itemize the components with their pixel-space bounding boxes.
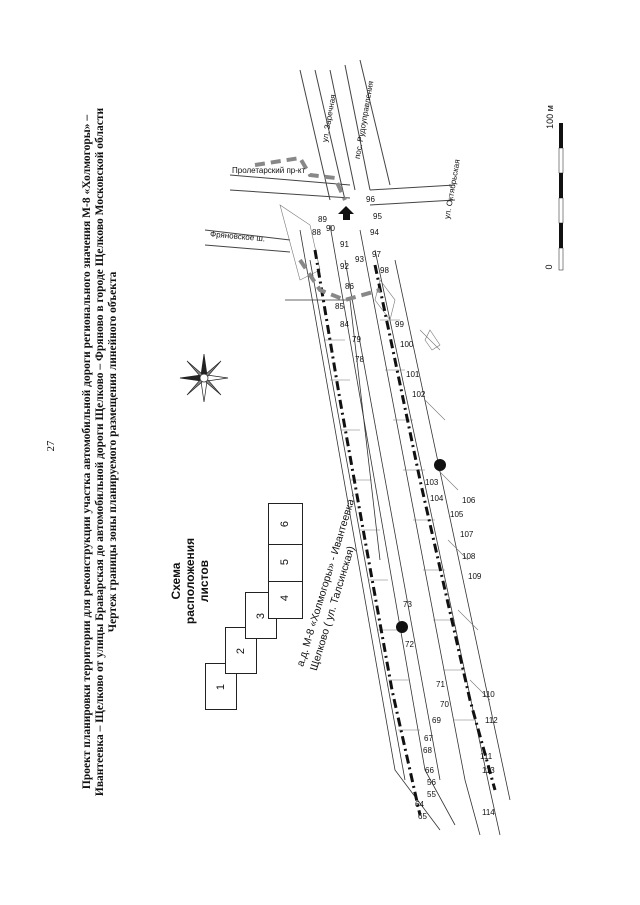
point-label: 95	[373, 212, 382, 221]
compass-rose-icon	[179, 353, 229, 403]
point-label: 110	[482, 690, 495, 699]
sheet-6: 6	[268, 503, 303, 545]
point-label: 114	[482, 808, 495, 817]
point-label: 88	[312, 228, 321, 237]
point-label: 98	[380, 266, 389, 275]
point-label: 103	[425, 478, 439, 487]
scale-bar	[558, 123, 564, 271]
point-label: 97	[372, 250, 381, 259]
point-label: 72	[405, 640, 414, 649]
point-label: 99	[395, 320, 404, 329]
point-label: 68	[423, 746, 432, 755]
point-label: 79	[352, 335, 361, 344]
point-label: 92	[340, 262, 349, 271]
point-label: 70	[440, 700, 449, 709]
point-label: 71	[436, 680, 445, 689]
corridor-outline	[285, 224, 511, 836]
detail-hatching	[279, 204, 491, 731]
grey-boundary	[254, 155, 381, 303]
point-label: 67	[424, 734, 433, 743]
point-label: 106	[462, 496, 476, 505]
markers	[338, 206, 446, 633]
point-label: 102	[412, 390, 426, 399]
point-label: 108	[462, 552, 476, 561]
point-label: 105	[450, 510, 464, 519]
point-label: 91	[340, 240, 349, 249]
point-label: 78	[355, 355, 364, 364]
point-label: 113	[482, 766, 495, 775]
point-label: 55	[427, 790, 436, 799]
sheet-5: 5	[268, 542, 303, 582]
scale-max-label: 100 м	[545, 105, 555, 129]
street-label-proletarsky: Пролетарский пр-кт	[232, 166, 306, 175]
point-label: 94	[370, 228, 379, 237]
point-label: 64	[415, 800, 424, 809]
sheet-4: 4	[268, 577, 303, 619]
point-label: 73	[403, 600, 412, 609]
point-label: 112	[485, 716, 498, 725]
point-label: 84	[340, 320, 349, 329]
point-label: 56	[427, 778, 436, 787]
point-label: 104	[430, 494, 444, 503]
point-label: 100	[400, 340, 414, 349]
point-label: 109	[468, 572, 482, 581]
point-label: 96	[366, 195, 375, 204]
point-label: 93	[355, 255, 364, 264]
zone-boundary	[313, 249, 497, 816]
scale-zero-label: 0	[544, 264, 554, 270]
point-label: 107	[460, 530, 474, 539]
point-label: 65	[418, 812, 427, 821]
point-label: 66	[425, 766, 434, 775]
point-label: 85	[335, 302, 344, 311]
point-label: 111	[480, 752, 493, 761]
point-label: 69	[432, 716, 441, 725]
point-label: 101	[406, 370, 420, 379]
point-label: 89	[318, 215, 327, 224]
point-label: 90	[326, 224, 335, 233]
point-label: 86	[345, 282, 354, 291]
